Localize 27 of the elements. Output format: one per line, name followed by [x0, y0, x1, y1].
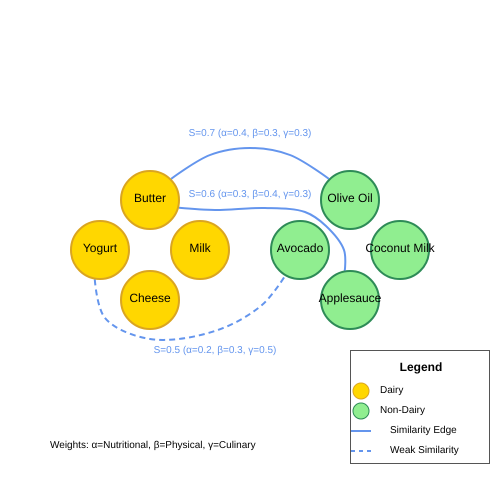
node-label: Applesauce — [318, 291, 382, 305]
similarity-edge — [178, 206, 346, 271]
node-circle — [120, 270, 180, 330]
node-circle — [320, 170, 380, 230]
node-label: Avocado — [276, 241, 324, 255]
edge-label: S=0.6 (α=0.3, β=0.4, γ=0.3) — [188, 189, 312, 201]
legend-text: Non-Dairy — [380, 405, 426, 417]
node-label: Cheese — [129, 291, 171, 305]
node-label: Olive Oil — [327, 191, 373, 205]
legend-text: Similarity Edge — [390, 425, 457, 437]
node-circle — [70, 220, 130, 280]
node-circle — [170, 220, 230, 280]
similarity-edge — [170, 147, 330, 180]
node-label: Butter — [134, 191, 166, 205]
node-label: Coconut Milk — [365, 241, 435, 255]
legend-title: Legend — [400, 360, 442, 374]
node-circle — [320, 270, 380, 330]
legend-text: Dairy — [380, 385, 404, 397]
footnote-text: Weights: α=Nutritional, β=Physical, γ=Culinary — [50, 440, 256, 452]
legend-text: Weak Similarity — [390, 445, 459, 457]
dashed-similarity-edge — [94, 275, 286, 341]
edge-label: S=0.7 (α=0.4, β=0.3, γ=0.3) — [188, 128, 312, 140]
node-label: Yogurt — [82, 241, 118, 255]
edge-label: S=0.5 (α=0.2, β=0.3, γ=0.5) — [152, 345, 278, 357]
node-circle — [270, 220, 330, 280]
node-circle — [120, 170, 180, 230]
node-label: Milk — [189, 241, 211, 255]
